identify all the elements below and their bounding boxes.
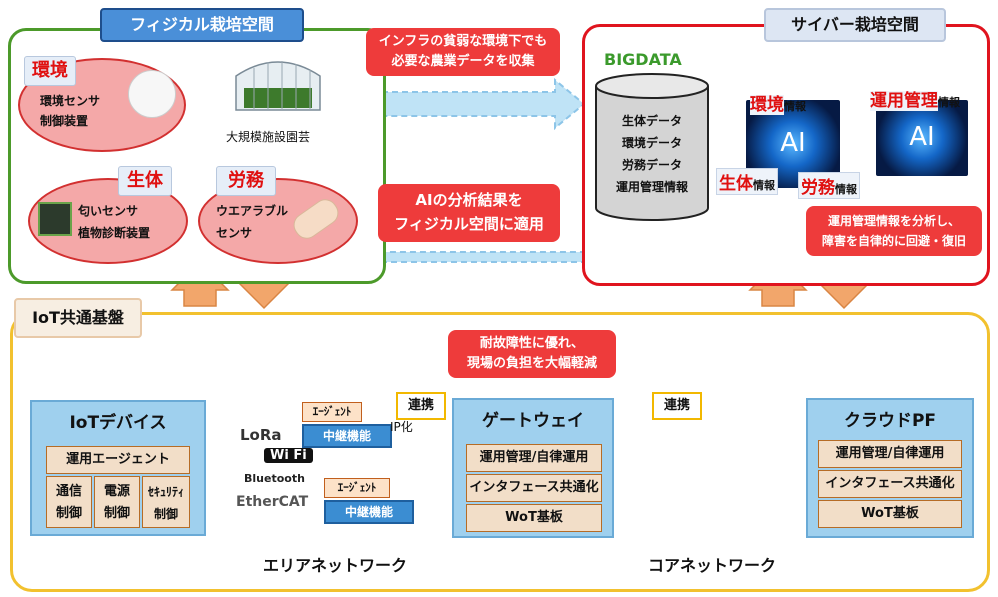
security-control: ｾｷｭﾘﾃｨ制御 — [142, 476, 190, 528]
autonomous-line-2: 障害を自律的に回避・復旧 — [821, 234, 966, 248]
collect-line-2: 必要な農業データを収集 — [391, 54, 535, 69]
relay-function-top: 中継機能 — [302, 424, 392, 448]
gateway-wot: WoT基板 — [466, 504, 602, 532]
autonomous-line-1: 運用管理情報を分析し、 — [827, 214, 960, 228]
odor-sensor-label: 匂いセンサ — [78, 204, 139, 218]
cloud-interface: インタフェース共通化 — [818, 470, 962, 498]
durable-line-2: 現場の負担を大幅軽減 — [466, 356, 597, 371]
apply-line-2: フィジカル空間に適用 — [394, 215, 544, 233]
cloud-ops: 運用管理/自律運用 — [818, 440, 962, 468]
bio-info-label: 生体情報 — [716, 168, 778, 195]
collect-data-callout: インフラの貧弱な環境下でも 必要な農業データを収集 — [366, 28, 560, 76]
bio-tag: 生体 — [118, 166, 172, 196]
gateway-title: ゲートウェイ — [482, 411, 584, 431]
environment-controller-label: 制御装置 — [40, 114, 89, 128]
env-info-label: 環境情報 — [750, 95, 806, 115]
core-network-label: コアネットワーク — [647, 556, 776, 575]
ai-text: AI — [780, 128, 806, 158]
cloud-pf-title: クラウドPF — [843, 411, 937, 431]
wifi-logo: Wi Fi — [264, 448, 313, 463]
ai-brain-image-2: AI — [876, 100, 968, 176]
ai-text: AI — [909, 122, 935, 152]
autonomous-recovery-callout: 運用管理情報を分析し、 障害を自律的に回避・復旧 — [806, 206, 982, 256]
greenhouse-icon — [232, 54, 324, 114]
link-tag-area: 連携 — [396, 392, 446, 420]
apply-line-1: AIの分析結果を — [415, 191, 523, 209]
ip-label: IP化 — [390, 420, 413, 434]
environment-sensor-label: 環境センサ — [40, 94, 101, 108]
bluetooth-logo: Bluetooth — [244, 472, 305, 485]
cyber-space-title: サイバー栽培空間 — [764, 8, 946, 42]
relay-agent-bottom: ｴｰｼﾞｪﾝﾄ — [324, 478, 390, 498]
ethercat-logo: EtherCAT — [236, 494, 309, 510]
gateway-interface: インタフェース共通化 — [466, 474, 602, 502]
bigdata-item: 運用管理情報 — [615, 180, 688, 194]
lora-logo: LoRa — [240, 426, 282, 444]
wearable-sensor-label-2: センサ — [216, 226, 253, 240]
operation-agent: 運用エージェント — [46, 446, 190, 474]
environment-tag: 環境 — [24, 56, 76, 86]
physical-space-title: フィジカル栽培空間 — [100, 8, 304, 42]
sensor-device-icon — [128, 70, 176, 118]
bigdata-item: 生体データ — [621, 114, 682, 128]
bigdata-database-icon — [594, 72, 710, 222]
bigdata-label: BIGDATA — [604, 50, 682, 69]
labor-tag: 労務 — [216, 166, 276, 196]
collect-arrow — [361, 77, 586, 131]
fault-tolerance-callout: 耐故障性に優れ、 現場の負担を大幅軽減 — [448, 330, 616, 378]
relay-function-bottom: 中継機能 — [324, 500, 414, 524]
gateway-ops: 運用管理/自律運用 — [466, 444, 602, 472]
iot-platform-title: IoT共通基盤 — [14, 298, 142, 338]
relay-agent-top: ｴｰｼﾞｪﾝﾄ — [302, 402, 362, 422]
collect-line-1: インフラの貧弱な環境下でも — [378, 34, 548, 49]
area-network-label: エリアネットワーク — [262, 556, 407, 575]
labor-info-label: 労務情報 — [798, 172, 860, 199]
wearable-sensor-label: ウエアラブル — [216, 204, 289, 218]
link-tag-core: 連携 — [652, 392, 702, 420]
bigdata-item: 労務データ — [621, 158, 682, 172]
odor-sensor-icon — [38, 202, 72, 236]
plant-diagnosis-label: 植物診断装置 — [78, 226, 151, 240]
cloud-wot: WoT基板 — [818, 500, 962, 528]
greenhouse-caption: 大規模施設園芸 — [226, 130, 311, 144]
comm-control: 通信制御 — [46, 476, 92, 528]
iot-device-title: IoTデバイス — [69, 413, 167, 433]
power-control: 電源制御 — [94, 476, 140, 528]
ops-info-label: 運用管理情報 — [870, 91, 960, 111]
bigdata-item: 環境データ — [621, 136, 682, 150]
bigdata-items: 生体データ 環境データ 労務データ 運用管理情報 — [600, 110, 704, 198]
apply-result-callout: AIの分析結果を フィジカル空間に適用 — [378, 184, 560, 242]
durable-line-1: 耐故障性に優れ、 — [479, 336, 585, 351]
